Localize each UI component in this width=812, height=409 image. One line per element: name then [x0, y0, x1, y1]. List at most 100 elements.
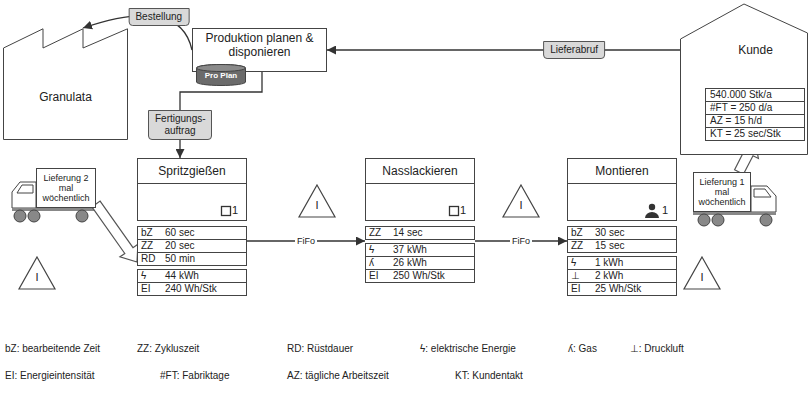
- truck-wheel: [760, 214, 772, 226]
- data-row: ϟ44 kWh: [138, 270, 246, 282]
- data-row: bZ60 sec: [138, 227, 246, 239]
- inventory-triangle: I: [683, 256, 721, 290]
- truck-cargo: Lieferung 1 mal wöchentlich: [693, 172, 751, 212]
- legend-note: ZZ: Zykluszeit: [137, 343, 199, 355]
- node-text: 250 Wh/Stk: [389, 270, 445, 282]
- node-text: 60 sec: [161, 227, 194, 239]
- truck-wheel: [14, 210, 26, 222]
- house-outline: [681, 4, 808, 155]
- node-text: I: [683, 270, 721, 284]
- node-text: Lieferung 2 mal wöchentlich: [40, 173, 92, 203]
- truck-cargo: Lieferung 2 mal wöchentlich: [36, 168, 96, 208]
- node-text: EI: [568, 283, 591, 295]
- node-text: 26 kWh: [389, 257, 427, 269]
- data-row: EI240 Wh/Stk: [138, 282, 246, 295]
- node-text: bZ: [568, 227, 591, 239]
- node-text: EI: [138, 283, 161, 295]
- information-flow-arrow: [327, 49, 680, 50]
- data-row: bZ30 sec: [568, 227, 676, 239]
- document-label: Fertigungs- auftrag: [148, 110, 212, 140]
- data-row: ZZ15 sec: [568, 239, 676, 252]
- truck-wheel: [28, 210, 40, 222]
- node-text: AZ = 15 h/d: [706, 115, 766, 127]
- cylinder-body: [197, 65, 246, 86]
- data-block: bZ60 secZZ20 secRD50 min: [137, 226, 247, 266]
- data-row: EI250 Wh/Stk: [366, 269, 474, 282]
- node-text: ʎ: [366, 257, 389, 269]
- data-row: ZZ20 sec: [138, 239, 246, 252]
- supplier-factory: Granulata: [3, 28, 128, 140]
- truck-window: [754, 189, 771, 197]
- data-row: AZ = 15 h/d: [706, 114, 804, 127]
- data-row: KT = 25 sec/Stk: [706, 127, 804, 140]
- node-text: I: [18, 270, 56, 284]
- data-box: ZZ14 sec ϟ37 kWhʎ26 kWhEI250 Wh/Stk: [365, 226, 475, 283]
- data-row: #FT = 250 d/a: [706, 101, 804, 114]
- data-row: ⊥2 kWh: [568, 269, 676, 282]
- legend-note: ⊥: Druckluft: [630, 343, 684, 355]
- node-text: Spritzgießen: [158, 164, 225, 178]
- inventory-triangle: I: [502, 184, 540, 218]
- data-block: ZZ14 sec: [365, 226, 475, 240]
- data-row: ZZ14 sec: [366, 227, 474, 239]
- node-text: 44 kWh: [161, 270, 199, 282]
- truck-cab: [751, 186, 776, 212]
- legend-note: bZ: bearbeitende Zeit: [5, 343, 100, 355]
- data-block: bZ30 secZZ15 sec: [567, 226, 677, 253]
- legend-note: AZ: tägliche Arbeitszeit: [287, 370, 389, 382]
- triangle-outline: [503, 185, 539, 217]
- node-text: 20 sec: [161, 240, 194, 252]
- truck-cab: [12, 182, 36, 208]
- customer-data-box: 540.000 Stk/a#FT = 250 d/aAZ = 15 h/dKT …: [705, 88, 805, 141]
- factory-outline: [4, 29, 128, 140]
- node-text: I: [502, 198, 540, 212]
- data-box: bZ30 secZZ15 secϟ1 kWh⊥2 kWhEI25 Wh/Stk: [567, 226, 677, 296]
- process-box: Montieren1: [567, 158, 677, 221]
- data-row: ϟ1 kWh: [568, 257, 676, 269]
- node-text: Lieferung 1 mal wöchentlich: [697, 177, 747, 207]
- node-text: 15 sec: [591, 240, 624, 252]
- node-text: 1: [460, 204, 466, 217]
- node-text: ZZ: [568, 240, 591, 252]
- node-text: KT = 25 sec/Stk: [706, 128, 785, 140]
- truck-wheel: [76, 210, 88, 222]
- data-box: bZ60 secZZ20 secRD50 min ϟ44 kWhEI240 Wh/…: [137, 226, 247, 296]
- truck-wheel: [698, 214, 710, 226]
- node-text: Pro Plan: [196, 71, 246, 81]
- data-block: 540.000 Stk/a#FT = 250 d/aAZ = 15 h/dKT …: [705, 88, 805, 141]
- fifo-label: FiFo: [295, 236, 317, 247]
- process-header: Nasslackieren: [366, 159, 474, 184]
- legend-note: ʎ: Gas: [568, 343, 597, 355]
- node-text: I: [298, 198, 336, 212]
- fifo-label: FiFo: [510, 236, 532, 247]
- customer-house: Kunde 540.000 Stk/a#FT = 250 d/aAZ = 15 h…: [680, 3, 808, 155]
- legend-note: ϟ: elektrische Energie: [420, 343, 516, 355]
- node-text: 50 min: [161, 253, 195, 265]
- node-text: EI: [366, 270, 389, 282]
- document-label: Lieferabruf: [543, 41, 605, 59]
- truck-window: [17, 185, 33, 193]
- process-box: Spritzgießen1: [137, 158, 247, 221]
- node-text: 540.000 Stk/a: [706, 89, 776, 101]
- truck-wheel: [712, 214, 724, 226]
- node-text: 30 sec: [591, 227, 624, 239]
- node-text: Kunde: [705, 43, 806, 57]
- node-text: ϟ: [366, 244, 389, 256]
- node-text: Montieren: [595, 164, 648, 178]
- inventory-triangle: I: [298, 184, 336, 218]
- process-header: Montieren: [568, 159, 676, 184]
- data-row: ϟ37 kWh: [366, 244, 474, 256]
- process-header: Spritzgießen: [138, 159, 246, 184]
- process-box: Nasslackieren 1: [365, 158, 475, 221]
- node-text: Produktion planen & disponieren: [199, 31, 320, 59]
- node-text: ⊥: [568, 270, 591, 282]
- triangle-outline: [299, 185, 335, 217]
- node-text: bZ: [138, 227, 161, 239]
- node-text: Granulata: [3, 90, 128, 104]
- node-text: ZZ: [366, 227, 389, 239]
- node-text: #FT = 250 d/a: [706, 102, 776, 114]
- node-text: 1 kWh: [591, 257, 623, 269]
- node-text: 240 Wh/Stk: [161, 283, 217, 295]
- node-text: Nasslackieren: [382, 164, 457, 178]
- data-row: RD50 min: [138, 252, 246, 265]
